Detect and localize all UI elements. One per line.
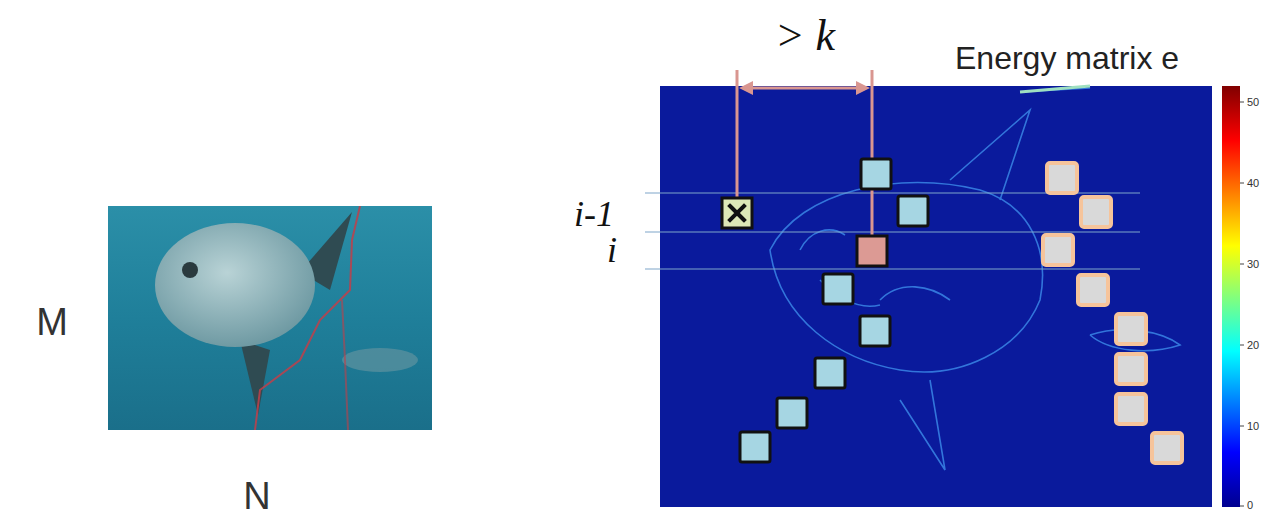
dimension-label: N	[243, 477, 270, 515]
energy-edges	[770, 88, 1180, 470]
anal-fin	[240, 340, 270, 415]
seam-cell	[1152, 433, 1182, 463]
fish-body	[155, 223, 315, 347]
seam-cell	[1043, 235, 1073, 265]
seam-line	[342, 300, 348, 430]
tick-label: 50	[1247, 97, 1259, 108]
seam-cell	[861, 159, 891, 189]
seam-cell	[1116, 314, 1146, 344]
seam-cell	[823, 274, 853, 304]
seam-cell	[740, 432, 770, 462]
tick-label: 20	[1247, 340, 1259, 351]
excluded-cell	[722, 198, 752, 228]
tick-label: 40	[1247, 178, 1259, 189]
seam-cell	[1116, 394, 1146, 424]
seam-cell	[1078, 275, 1108, 305]
energy-image	[660, 86, 1212, 507]
small-fish	[342, 348, 418, 372]
dimension-label: M	[36, 303, 68, 341]
distance-bracket	[737, 70, 872, 236]
sunfish-photo	[108, 206, 432, 430]
color-bar-ticks	[1240, 102, 1244, 506]
photo-background	[108, 206, 432, 430]
seam-cell	[860, 316, 890, 346]
seam-line	[255, 206, 360, 430]
seam-cell	[815, 358, 845, 388]
distance-label: > k	[775, 14, 835, 58]
tick-label: 0	[1247, 500, 1253, 511]
energy-edge-bright	[1020, 86, 1090, 92]
seam-cell	[1116, 354, 1146, 384]
row-lines	[645, 193, 1140, 269]
tick-label: 30	[1247, 259, 1259, 270]
tick-label: 10	[1247, 421, 1259, 432]
seam-cell	[1047, 163, 1077, 193]
seam-cell	[1081, 197, 1111, 227]
row-label: i	[607, 232, 617, 268]
seam-cell	[777, 398, 807, 428]
seam-cell	[898, 196, 928, 226]
fish-eye	[182, 262, 198, 278]
color-bar	[1222, 86, 1240, 507]
title-label: Energy matrix e	[955, 42, 1179, 74]
current-cell	[857, 236, 887, 266]
row-label: i-1	[574, 196, 614, 232]
